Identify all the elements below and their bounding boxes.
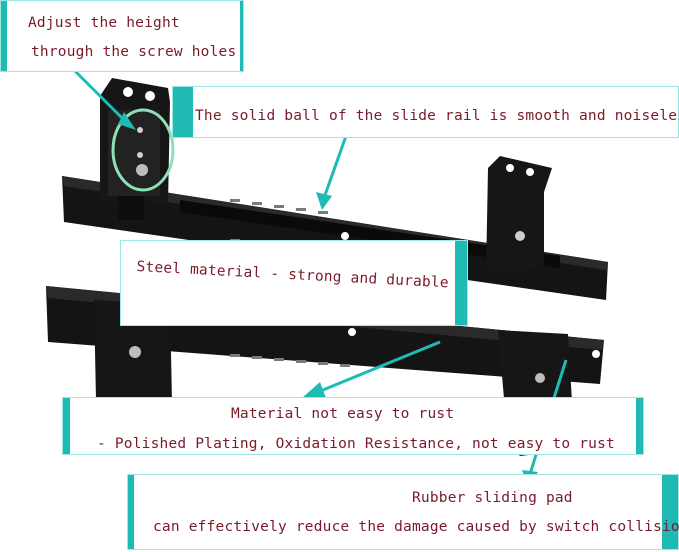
accent-bar [662, 475, 678, 549]
callout-rubber-pad: Rubber sliding pad can effectively reduc… [127, 474, 679, 550]
callout-steel-material: Steel material - strong and durable [120, 240, 468, 326]
steel-material-text: Steel material - strong and durable [136, 259, 450, 292]
callout-height-adjust: Adjust the height through the screw hole… [0, 0, 244, 72]
screw-holes-highlight [111, 108, 175, 192]
callout-rust-resistance: Material not easy to rust - Polished Pla… [62, 397, 644, 455]
accent-bar [1, 1, 7, 71]
upper-right-bracket [486, 156, 552, 276]
upper-left-bracket [100, 78, 170, 220]
rubber-pad-line-1: Rubber sliding pad [412, 490, 573, 506]
rust-line-1: Material not easy to rust [231, 406, 455, 422]
callout-solid-ball: The solid ball of the slide rail is smoo… [172, 86, 679, 138]
rubber-pad-line-2: can effectively reduce the damage caused… [153, 519, 679, 535]
accent-bar [173, 87, 193, 137]
rust-line-2: - Polished Plating, Oxidation Resistance… [97, 436, 615, 452]
height-adjust-line-2: through the screw holes [31, 44, 237, 60]
accent-bar [240, 1, 243, 71]
accent-bar [63, 398, 70, 454]
height-adjust-line-1: Adjust the height [28, 15, 180, 31]
accent-bar [128, 475, 134, 549]
accent-bar [455, 241, 467, 325]
accent-bar [636, 398, 643, 454]
solid-ball-text: The solid ball of the slide rail is smoo… [195, 108, 679, 124]
